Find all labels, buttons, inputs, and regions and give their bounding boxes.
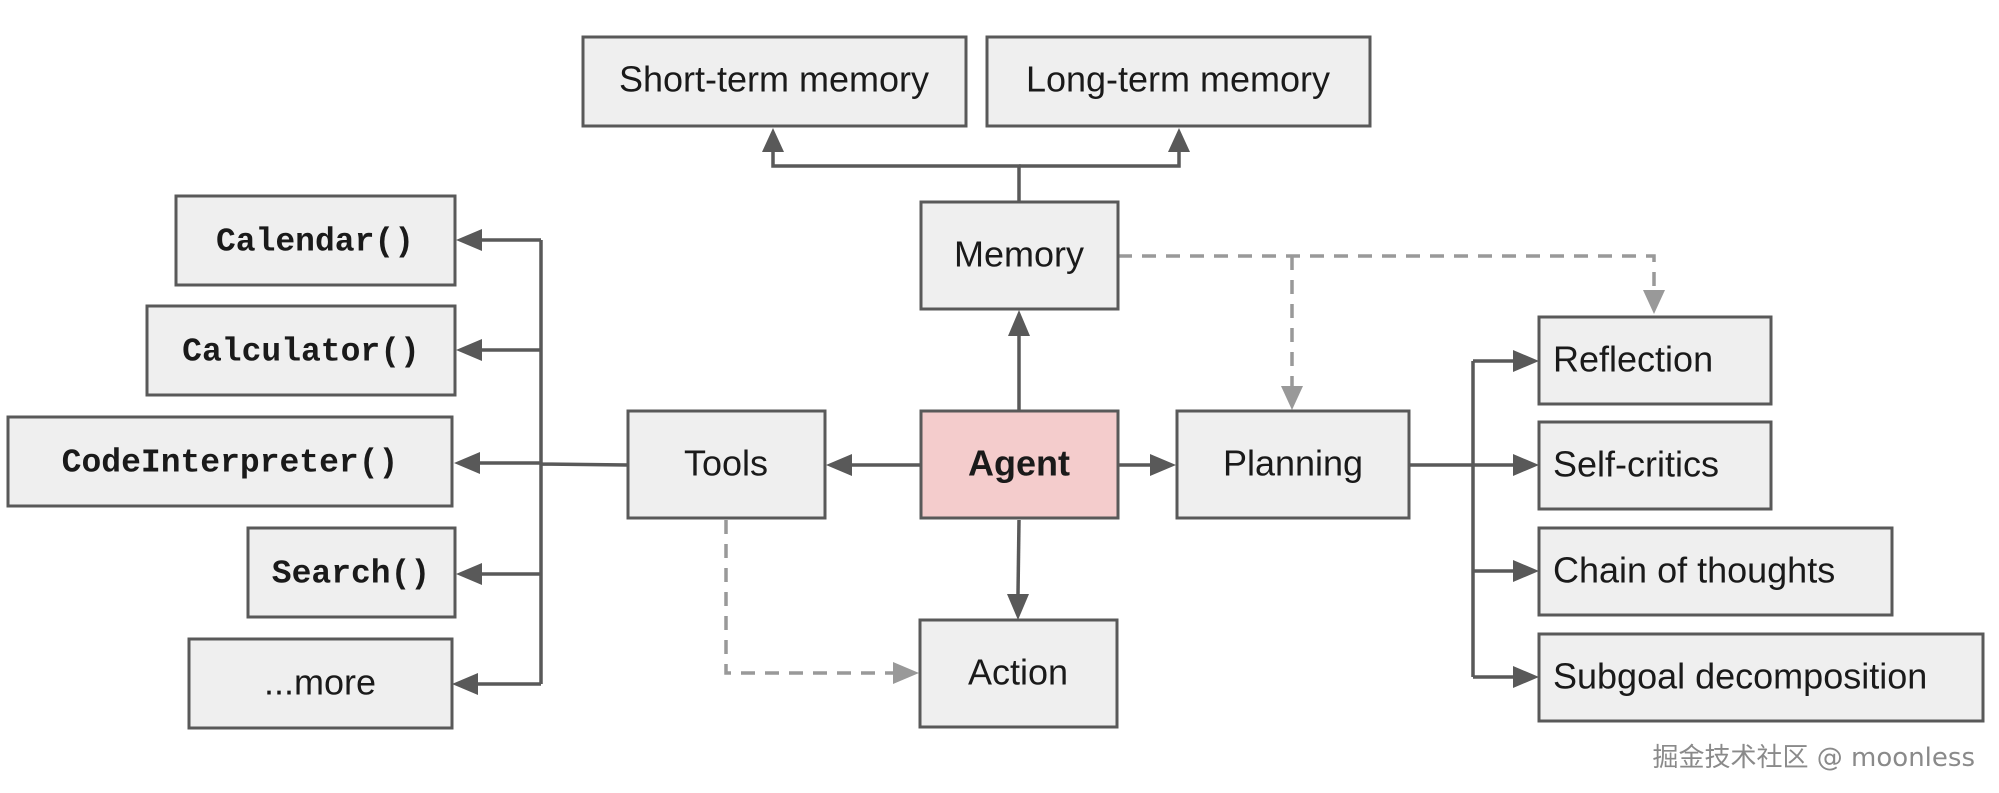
memory-label: Memory xyxy=(954,234,1084,275)
arrowhead xyxy=(456,563,482,585)
memory-to-stm-connector xyxy=(771,150,1021,202)
tools-node: Tools xyxy=(626,409,827,520)
arrowhead xyxy=(1150,454,1176,476)
reflection-label: Reflection xyxy=(1553,339,1713,380)
subgoal-decomposition-node: Subgoal decomposition xyxy=(1537,632,1985,723)
subgoal-decomposition-label: Subgoal decomposition xyxy=(1553,656,1927,697)
arrowhead xyxy=(1513,350,1539,372)
code-interpreter-tool-node: CodeInterpreter() xyxy=(6,415,454,508)
action-label: Action xyxy=(968,652,1068,693)
reflection-node: Reflection xyxy=(1537,315,1773,406)
arrowhead xyxy=(1643,290,1665,314)
long-term-memory-label: Long-term memory xyxy=(1026,59,1330,100)
chain-of-thoughts-label: Chain of thoughts xyxy=(1553,550,1835,591)
chain-of-thoughts-node: Chain of thoughts xyxy=(1537,526,1894,617)
calendar-tool-node: Calendar() xyxy=(174,194,457,287)
memory-node: Memory xyxy=(919,200,1120,311)
short-term-memory-node: Short-term memory xyxy=(581,35,968,128)
calculator-label: Calculator() xyxy=(182,334,420,371)
arrowhead xyxy=(1008,310,1030,336)
calculator-tool-node: Calculator() xyxy=(145,304,457,397)
arrowhead xyxy=(893,662,919,684)
arrowhead xyxy=(826,454,852,476)
arrowhead xyxy=(762,128,784,152)
arrowhead xyxy=(456,339,482,361)
arrowhead xyxy=(1281,386,1303,410)
arrowhead xyxy=(454,452,480,474)
calendar-label: Calendar() xyxy=(216,224,414,261)
watermark-text: 掘金技术社区 @ moonless xyxy=(1653,743,1975,773)
search-tool-node: Search() xyxy=(246,526,457,619)
memory-to-reflection-dashed xyxy=(1118,254,1656,290)
self-critics-node: Self-critics xyxy=(1537,420,1773,511)
code-interpreter-label: CodeInterpreter() xyxy=(62,445,399,482)
arrowhead xyxy=(1513,560,1539,582)
arrowhead xyxy=(1168,128,1190,152)
self-critics-label: Self-critics xyxy=(1553,444,1719,485)
memory-to-ltm-connector xyxy=(1019,150,1181,168)
arrowhead xyxy=(456,229,482,251)
planning-node: Planning xyxy=(1175,409,1411,520)
long-term-memory-node: Long-term memory xyxy=(985,35,1372,128)
short-term-memory-label: Short-term memory xyxy=(619,59,929,100)
more-label: ...more xyxy=(264,662,376,703)
agent-to-action-connector xyxy=(1016,519,1021,595)
planning-label: Planning xyxy=(1223,443,1363,484)
search-label: Search() xyxy=(272,556,430,593)
arrowhead xyxy=(1513,454,1539,476)
agent-node: Agent xyxy=(919,409,1120,520)
action-node: Action xyxy=(918,618,1119,729)
tools-to-action-dashed xyxy=(724,520,893,675)
more-tools-node: ...more xyxy=(187,637,454,730)
arrowhead xyxy=(1007,594,1029,620)
arrowhead xyxy=(452,673,478,695)
agent-label: Agent xyxy=(968,443,1070,484)
tools-label: Tools xyxy=(684,443,768,484)
planning-to-list-connector xyxy=(1409,359,1513,679)
tools-to-list-connector xyxy=(478,238,629,686)
arrowhead xyxy=(1513,666,1539,688)
